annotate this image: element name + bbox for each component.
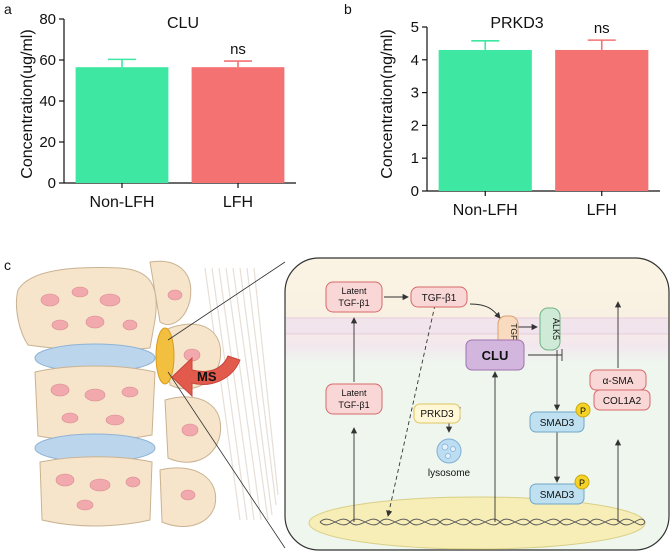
- node-clu: CLU: [465, 339, 525, 371]
- svg-text:SMAD3: SMAD3: [540, 418, 575, 429]
- y-tick-label: 4: [411, 52, 419, 69]
- node-alpha-sma: α-SMA: [589, 369, 647, 391]
- chart-prkd3: PRKD3 Concentration(ng/ml) 0 1 2 3 4 5Non-LFH…: [379, 15, 660, 219]
- node-smad3-lower: SMAD3 P: [529, 474, 590, 505]
- mechanical-stress-arrow: [171, 355, 241, 398]
- y-tick-label: 60: [39, 52, 56, 69]
- ms-label: MS: [197, 369, 217, 384]
- y-tick-label: 5: [411, 19, 419, 36]
- y-tick-label: 0: [411, 183, 419, 200]
- lysosome-icon: [436, 438, 462, 464]
- vertebra-3: [39, 456, 153, 527]
- x-tick-label: Non-LFH: [90, 194, 155, 211]
- y-tick-label: 0: [48, 175, 56, 192]
- svg-text:CLU: CLU: [482, 348, 509, 363]
- dna-strand-2: [319, 518, 646, 526]
- panel-label-c: c: [4, 257, 11, 273]
- y-tick-label: 1: [411, 150, 419, 167]
- bar: [191, 67, 285, 183]
- significance-label: ns: [230, 41, 246, 58]
- vertebra-1: [15, 267, 157, 351]
- bar: [555, 49, 649, 192]
- y-tick-label: 80: [39, 11, 56, 28]
- bar: [438, 49, 532, 192]
- svg-text:SMAD3: SMAD3: [540, 490, 575, 501]
- x-tick-label: LFH: [223, 194, 253, 211]
- svg-text:ALK5: ALK5: [551, 318, 561, 340]
- node-latent-tgfb1-bottom: Latent TGF-β1: [325, 383, 383, 415]
- x-tick-label: LFH: [587, 202, 617, 219]
- y-tick-label: 20: [39, 134, 56, 151]
- svg-text:PRKD3: PRKD3: [420, 409, 454, 420]
- svg-text:Latent: Latent: [341, 388, 367, 398]
- chart-prkd3-title: PRKD3: [490, 15, 543, 32]
- spine-illustration: MS: [15, 260, 286, 549]
- node-tgfb1: TGF-β1: [410, 286, 468, 308]
- chart-clu-ylabel: Concentration(ug/ml): [19, 29, 36, 178]
- node-latent-tgfb1-top: Latent TGF-β1: [325, 281, 383, 313]
- svg-text:TGF-β1: TGF-β1: [338, 298, 369, 308]
- x-tick-label: Non-LFH: [453, 202, 518, 219]
- nucleus: [308, 496, 646, 550]
- chart-clu: CLU Concentration(ug/ml) 0 20 40 60 80Non-LF…: [19, 11, 296, 211]
- node-prkd3: PRKD3: [413, 403, 461, 424]
- chart-prkd3-ylabel: Concentration(ng/ml): [379, 29, 396, 178]
- cell-pathway: Latent TGF-β1 TGF-β1 TGFBRII ALK5 Latent…: [284, 257, 670, 551]
- svg-text:TGF-β1: TGF-β1: [422, 293, 457, 304]
- bar: [75, 67, 169, 183]
- vertebra-2: [34, 365, 156, 441]
- svg-text:α-SMA: α-SMA: [603, 376, 634, 387]
- svg-text:TGF-β1: TGF-β1: [338, 400, 369, 410]
- svg-text:P: P: [579, 478, 585, 488]
- svg-text:P: P: [580, 406, 586, 416]
- svg-text:Latent: Latent: [341, 286, 367, 296]
- chart-clu-title: CLU: [167, 15, 199, 32]
- panel-label-b: b: [344, 1, 352, 17]
- lysosome-label: lysosome: [428, 468, 471, 479]
- node-smad3-upper: SMAD3 P: [529, 402, 591, 433]
- y-tick-label: 3: [411, 85, 419, 102]
- significance-label: ns: [594, 20, 610, 37]
- ligamentum-flavum: [155, 327, 175, 385]
- node-col1a2: COL1A2: [593, 389, 651, 411]
- svg-text:COL1A2: COL1A2: [603, 396, 642, 407]
- y-tick-label: 2: [411, 117, 419, 134]
- panel-label-a: a: [4, 1, 12, 17]
- y-tick-label: 40: [39, 93, 56, 110]
- node-alk5: ALK5: [539, 307, 561, 351]
